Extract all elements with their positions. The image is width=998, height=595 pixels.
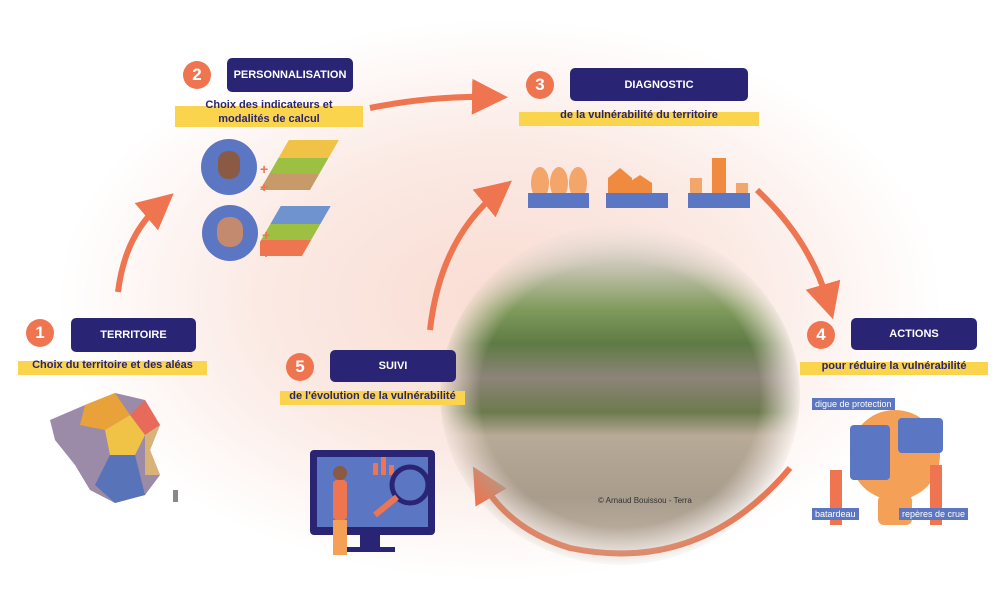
step-4-subtitle: pour réduire la vulnérabilité xyxy=(821,360,967,372)
svg-text:+: + xyxy=(260,161,268,177)
step-2-badge: 2 xyxy=(183,61,211,89)
avatar-man xyxy=(201,139,257,195)
step-3-title: DIAGNOSTIC xyxy=(570,68,748,101)
step-3-highlight xyxy=(519,112,759,126)
photo-credit: © Arnaud Bouissou - Terra xyxy=(598,496,692,505)
flood-icons xyxy=(528,158,750,208)
flooded-houses-icon xyxy=(606,168,668,208)
step-1-subtitle: Choix du territoire et des aléas xyxy=(32,359,193,371)
lightbulb-puzzle-illustration xyxy=(830,410,943,525)
step-4-highlight xyxy=(800,362,988,375)
flooded-trees-icon xyxy=(528,167,589,208)
france-map-icon xyxy=(50,393,178,503)
step-2-title: PERSONNALISATION xyxy=(227,58,353,92)
step-3-subtitle: de la vulnérabilité du territoire xyxy=(560,109,718,121)
action-tag-reperes: repères de crue xyxy=(899,508,969,520)
step-5-highlight xyxy=(280,391,465,405)
step-1-badge: 1 xyxy=(26,319,54,347)
action-tag-digue: digue de protection xyxy=(812,398,895,410)
step-2-subtitle-line2: modalités de calcul xyxy=(218,113,320,125)
arrow-5-to-3 xyxy=(427,180,512,331)
arrow-1-to-2 xyxy=(115,193,174,293)
step-2-highlight xyxy=(175,106,363,127)
svg-text:+: + xyxy=(262,227,270,243)
step-5-subtitle: de l'évolution de la vulnérabilité xyxy=(289,390,456,402)
svg-text:+: + xyxy=(262,245,270,261)
step-2-subtitle: Choix des indicateurs et modalités de cal… xyxy=(175,98,363,126)
arrow-2-to-3 xyxy=(369,78,508,115)
step-1-highlight xyxy=(18,361,207,375)
map-layers-icon: + + + + xyxy=(260,140,339,261)
avatar-woman xyxy=(202,205,258,261)
flood-photo xyxy=(440,225,800,565)
step-4-title: ACTIONS xyxy=(851,318,977,350)
step-3-badge: 3 xyxy=(526,71,554,99)
step-4-badge: 4 xyxy=(807,321,835,349)
monitoring-screen-illustration xyxy=(310,450,435,555)
action-tag-batardeau: batardeau xyxy=(812,508,859,520)
step-5-title: SUIVI xyxy=(330,350,456,382)
step-2-subtitle-line1: Choix des indicateurs et xyxy=(205,99,333,111)
arrow-3-to-4 xyxy=(754,187,841,320)
step-1-title: TERRITOIRE xyxy=(71,318,196,352)
step-5-badge: 5 xyxy=(286,353,314,381)
flooded-city-icon xyxy=(688,158,750,208)
svg-text:+: + xyxy=(260,179,268,195)
